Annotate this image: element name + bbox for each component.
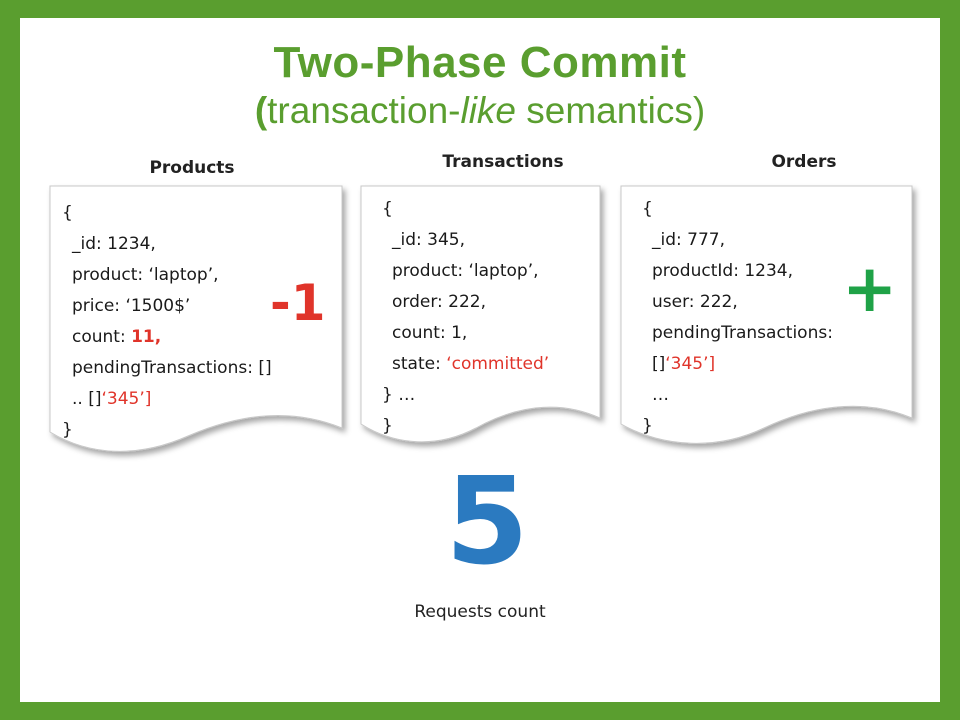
document-shapes	[49, 185, 913, 452]
products-pending: pendingTransactions: []	[72, 358, 272, 378]
transactions-state-value: ‘committed’	[446, 354, 550, 374]
orders-pending: pendingTransactions:	[652, 323, 833, 343]
orders-pending-list-a: []	[652, 354, 666, 374]
orders-open-brace: {	[642, 199, 653, 219]
orders-pending-list-b: ‘345’]	[665, 354, 716, 374]
transactions-state: state: ‘committed’	[382, 349, 549, 380]
increment-indicator: +	[842, 250, 898, 327]
subtitle-italic: like	[460, 90, 516, 131]
products-count: count: 11,	[62, 322, 272, 353]
slide-subtitle: (transaction-like semantics)	[20, 90, 940, 132]
products-id: _id: 1234,	[72, 234, 156, 254]
products-document-shape	[49, 185, 343, 452]
transactions-document: { _id: 345, product: ‘laptop’, order: 22…	[382, 194, 549, 442]
orders-id: _id: 777,	[652, 230, 725, 250]
column-title-products: Products	[149, 158, 235, 178]
products-open-brace: {	[62, 203, 73, 223]
orders-ellipsis: …	[652, 385, 669, 405]
transactions-close-brace: }	[382, 416, 393, 436]
transactions-id: _id: 345,	[392, 230, 465, 250]
transactions-state-label: state:	[392, 354, 447, 374]
subtitle-part-b: semantics)	[516, 90, 706, 131]
transactions-ellipsis: } …	[382, 385, 416, 405]
transactions-open-brace: {	[382, 199, 393, 219]
orders-pending-list: []‘345’]	[642, 349, 833, 380]
orders-user: user: 222,	[652, 292, 738, 312]
transactions-order: order: 222,	[392, 292, 487, 312]
orders-close-brace: }	[642, 416, 653, 436]
column-title-transactions: Transactions	[442, 152, 564, 172]
products-document: { _id: 1234, product: ‘laptop’, price: ‘…	[62, 198, 272, 446]
slide-title: Two-Phase Commit	[273, 38, 687, 87]
subtitle-open-paren: (	[254, 90, 268, 131]
products-pending-overlay: .. []‘345’]	[62, 384, 272, 415]
orders-product-id: productId: 1234,	[652, 261, 793, 281]
decrement-indicator: -1	[270, 274, 326, 332]
column-title-orders: Orders	[771, 152, 837, 172]
products-close-brace: }	[62, 420, 73, 440]
transactions-product: product: ‘laptop’,	[392, 261, 539, 281]
orders-document: { _id: 777, productId: 1234, user: 222, …	[642, 194, 833, 442]
transactions-count: count: 1,	[392, 323, 468, 343]
products-product: product: ‘laptop’,	[72, 265, 219, 285]
subtitle-part-a: transaction-	[267, 90, 461, 131]
products-pending-overlay-b: ‘345’]	[101, 389, 152, 409]
requests-count-label: Requests count	[414, 602, 546, 622]
products-count-label: count:	[72, 327, 132, 347]
orders-document-shape	[620, 185, 913, 444]
slide: Two-Phase Commit (transaction-like seman…	[20, 18, 940, 702]
products-pending-overlay-a: .. []	[72, 389, 102, 409]
products-price: price: ‘1500$’	[72, 296, 191, 316]
transactions-document-shape	[360, 185, 601, 443]
products-count-value: 11,	[131, 327, 162, 347]
requests-count-value: 5	[445, 453, 529, 592]
